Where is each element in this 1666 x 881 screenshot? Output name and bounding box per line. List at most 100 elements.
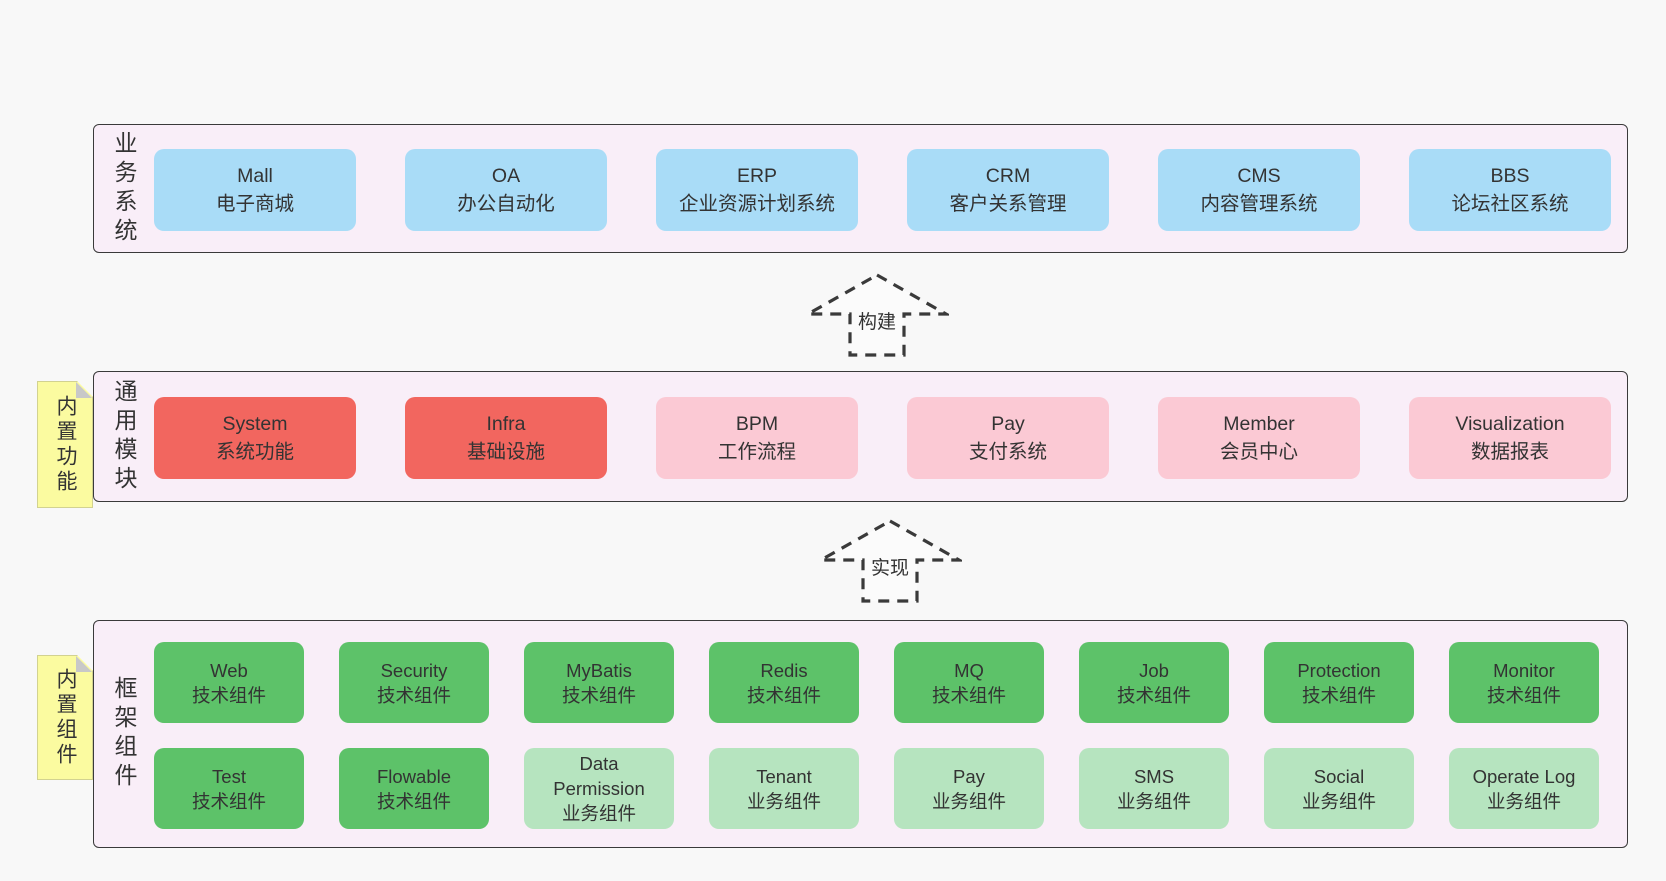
box-subtitle: 数据报表 (1470, 441, 1549, 463)
box-infra: Infra 基础设施 (405, 397, 607, 479)
box-subtitle: 业务组件 (561, 803, 636, 824)
arrow-build: 构建 (805, 272, 949, 358)
box-title: Test (212, 765, 246, 787)
box-title: Infra (486, 413, 526, 435)
box-cms: CMS 内容管理系统 (1158, 149, 1360, 231)
box-pay-component: Pay 业务组件 (894, 748, 1044, 829)
box-title: Visualization (1455, 413, 1565, 435)
box-title: CRM (985, 165, 1031, 187)
band-business-systems: 业务系统 Mall 电子商城 OA 办公自动化 ERP 企业资源计划系统 CRM… (93, 124, 1628, 253)
business-systems-row: Mall 电子商城 OA 办公自动化 ERP 企业资源计划系统 CRM 客户关系… (154, 149, 1611, 231)
sticky-note-built-in-components: 内置组件 (37, 655, 93, 780)
box-flowable: Flowable 技术组件 (339, 748, 489, 829)
arrow-implement: 实现 (818, 518, 962, 604)
box-subtitle: 支付系统 (968, 441, 1047, 463)
box-subtitle: 技术组件 (1486, 684, 1561, 706)
box-subtitle: 内容管理系统 (1200, 193, 1318, 215)
box-title: Protection (1297, 659, 1381, 681)
box-title: OA (491, 165, 521, 187)
box-redis: Redis 技术组件 (709, 642, 859, 723)
box-system: System 系统功能 (154, 397, 356, 479)
box-oa: OA 办公自动化 (405, 149, 607, 231)
box-title: Security (380, 659, 448, 681)
band-framework-components: 框架组件 Web 技术组件 Security 技术组件 MyBatis 技术组件… (93, 620, 1628, 848)
arrow-build-label: 构建 (854, 306, 900, 335)
box-subtitle: 工作流程 (717, 441, 796, 463)
box-erp: ERP 企业资源计划系统 (656, 149, 858, 231)
box-subtitle: 业务组件 (1486, 790, 1561, 812)
box-member: Member 会员中心 (1158, 397, 1360, 479)
box-title: Flowable (376, 765, 452, 787)
framework-components-row-1: Web 技术组件 Security 技术组件 MyBatis 技术组件 Redi… (154, 642, 1599, 723)
box-title: SMS (1133, 765, 1175, 787)
box-sms: SMS 业务组件 (1079, 748, 1229, 829)
band-label-framework-components: 框架组件 (111, 676, 137, 792)
band-label-common-modules: 通用模块 (111, 378, 137, 495)
box-subtitle: 客户关系管理 (949, 193, 1067, 215)
box-title: System (222, 413, 288, 435)
band-label-business-systems: 业务系统 (111, 130, 137, 247)
box-subtitle: 技术组件 (191, 790, 266, 812)
box-subtitle: 基础设施 (466, 441, 545, 463)
arrow-implement-label: 实现 (867, 552, 913, 581)
box-web: Web 技术组件 (154, 642, 304, 723)
box-title: MyBatis (566, 659, 632, 681)
box-subtitle: 电子商城 (215, 193, 294, 215)
box-subtitle: 技术组件 (1301, 684, 1376, 706)
box-subtitle: 技术组件 (376, 790, 451, 812)
box-subtitle: 业务组件 (746, 790, 821, 812)
common-modules-row: System 系统功能 Infra 基础设施 BPM 工作流程 Pay 支付系统… (154, 397, 1611, 479)
box-title: ERP (736, 165, 778, 187)
box-subtitle: 业务组件 (1116, 790, 1191, 812)
box-title: CMS (1237, 165, 1281, 187)
box-title: Pay (991, 413, 1025, 435)
box-subtitle: 论坛社区系统 (1451, 193, 1569, 215)
box-title: Tenant (756, 765, 812, 787)
band-common-modules: 通用模块 System 系统功能 Infra 基础设施 BPM 工作流程 Pay… (93, 371, 1628, 502)
box-mall: Mall 电子商城 (154, 149, 356, 231)
box-title: Monitor (1493, 659, 1555, 681)
box-subtitle: 技术组件 (931, 684, 1006, 706)
box-subtitle: 技术组件 (376, 684, 451, 706)
box-visualization: Visualization 数据报表 (1409, 397, 1611, 479)
box-title: Mall (237, 165, 273, 187)
box-title: Social (1313, 765, 1365, 787)
box-subtitle: 办公自动化 (457, 193, 555, 215)
box-tenant: Tenant 业务组件 (709, 748, 859, 829)
box-title: Member (1223, 413, 1295, 435)
box-title: Operate Log (1472, 765, 1576, 787)
box-bpm: BPM 工作流程 (656, 397, 858, 479)
box-mq: MQ 技术组件 (894, 642, 1044, 723)
box-data-permission: Data Permission 业务组件 (524, 748, 674, 829)
box-monitor: Monitor 技术组件 (1449, 642, 1599, 723)
box-social: Social 业务组件 (1264, 748, 1414, 829)
box-subtitle: 技术组件 (561, 684, 636, 706)
box-subtitle: 技术组件 (191, 684, 266, 706)
box-subtitle: 技术组件 (746, 684, 821, 706)
box-mybatis: MyBatis 技术组件 (524, 642, 674, 723)
box-subtitle: 会员中心 (1219, 441, 1298, 463)
box-title: Redis (760, 659, 808, 681)
box-title: BBS (1490, 165, 1530, 187)
box-title: Data Permission (553, 753, 645, 799)
box-job: Job 技术组件 (1079, 642, 1229, 723)
box-title: Pay (953, 765, 985, 787)
box-title: Job (1139, 659, 1169, 681)
box-subtitle: 业务组件 (1301, 790, 1376, 812)
box-title: BPM (735, 413, 779, 435)
framework-components-row-2: Test 技术组件 Flowable 技术组件 Data Permission … (154, 748, 1599, 829)
sticky-note-built-in-features: 内置功能 (37, 381, 93, 508)
box-operate-log: Operate Log 业务组件 (1449, 748, 1599, 829)
box-subtitle: 企业资源计划系统 (678, 193, 835, 215)
box-crm: CRM 客户关系管理 (907, 149, 1109, 231)
box-title: MQ (954, 659, 984, 681)
box-test: Test 技术组件 (154, 748, 304, 829)
box-subtitle: 业务组件 (931, 790, 1006, 812)
box-protection: Protection 技术组件 (1264, 642, 1414, 723)
box-pay-system: Pay 支付系统 (907, 397, 1109, 479)
box-subtitle: 系统功能 (215, 441, 294, 463)
box-subtitle: 技术组件 (1116, 684, 1191, 706)
box-title: Web (210, 659, 248, 681)
box-bbs: BBS 论坛社区系统 (1409, 149, 1611, 231)
